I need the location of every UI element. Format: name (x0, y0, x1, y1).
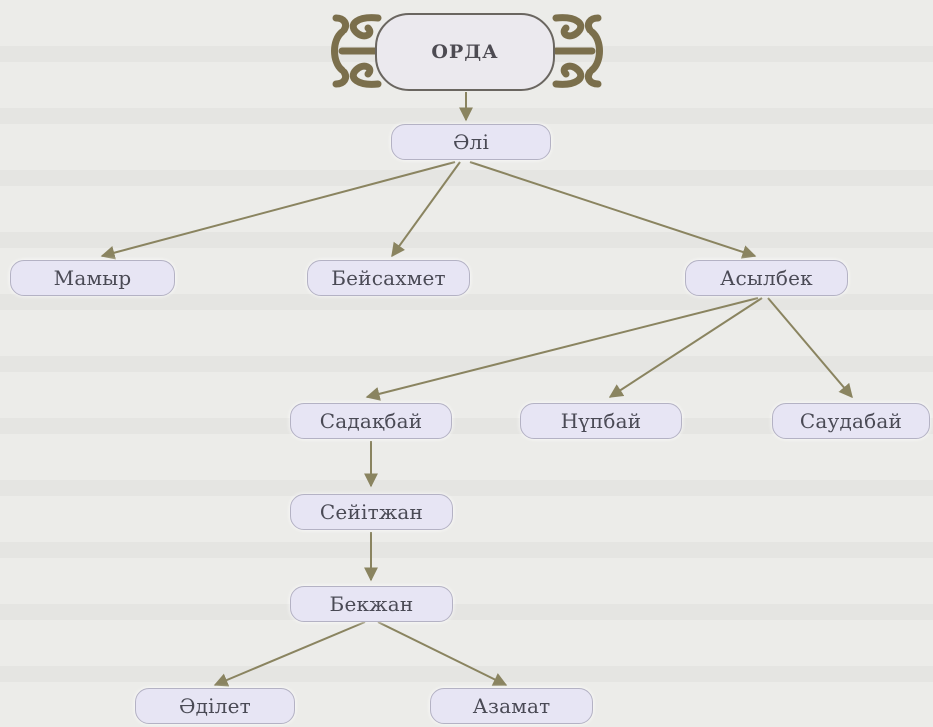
left-ornament-icon (331, 14, 382, 88)
node-adilet: Әділет (135, 688, 295, 724)
node-mamyr: Мамыр (10, 260, 175, 296)
node-seitzhan: Сейітжан (290, 494, 453, 530)
edge-ali-beisakhmet (391, 161, 461, 258)
edge-ali-mamyr (100, 161, 456, 260)
edge-asylbek-nupbai (608, 297, 763, 398)
node-bekzhan: Бекжан (290, 586, 453, 622)
node-beisakhmet: Бейсахмет (307, 260, 470, 296)
edge-asylbek-saudabai (767, 297, 853, 399)
edge-bekzhan-azamat (377, 621, 508, 686)
node-ali: Әлі (391, 124, 551, 160)
node-saudabai: Саудабай (772, 403, 930, 439)
edge-ali-asylbek (469, 161, 757, 259)
node-sadakbai: Садақбай (290, 403, 452, 439)
edge-bekzhan-adilet (213, 621, 366, 687)
root-node-orda: ОРДА (375, 13, 555, 91)
edge-asylbek-sadakbai (365, 297, 759, 401)
node-nupbai: Нүпбай (520, 403, 682, 439)
node-asylbek: Асылбек (685, 260, 848, 296)
right-ornament-icon (552, 14, 603, 88)
node-azamat: Азамат (430, 688, 593, 724)
